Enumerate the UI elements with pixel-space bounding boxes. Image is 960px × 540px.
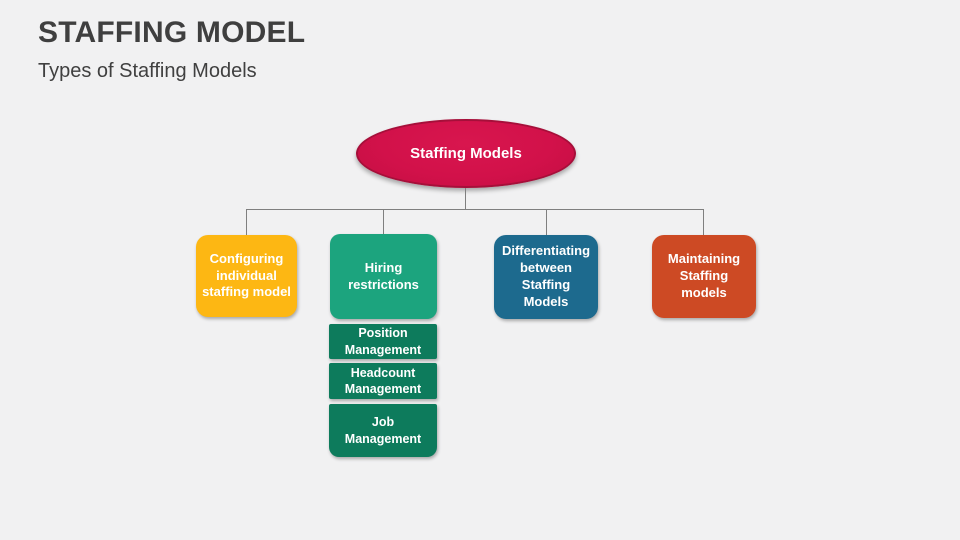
node-differentiating-between-staffing-models: Differentiating between Staffing Models — [494, 235, 598, 319]
connector-horizontal-bar — [246, 209, 704, 210]
connector-drop-maintaining — [703, 210, 704, 235]
node-label: Hiring restrictions — [348, 259, 419, 292]
node-label: Maintaining Staffing models — [667, 251, 741, 300]
subnode-label: Headcount Management — [344, 365, 422, 396]
node-label: Configuring individual staffing model — [202, 250, 291, 300]
connector-root-stem — [465, 188, 466, 209]
connector-drop-configuring — [246, 210, 247, 235]
slide-subtitle: Types of Staffing Models — [38, 60, 257, 82]
subnode-label: Position Management — [344, 326, 422, 357]
node-label: Differentiating between Staffing Models — [501, 243, 591, 309]
node-maintaining-staffing-models: Maintaining Staffing models — [652, 235, 756, 318]
root-node-staffing-models: Staffing Models — [356, 119, 576, 188]
slide-title: STAFFING MODEL — [38, 16, 306, 49]
connector-drop-differentiating — [546, 210, 547, 235]
subnode-headcount-management: Headcount Management — [329, 363, 437, 399]
node-hiring-restrictions: Hiring restrictions — [330, 234, 437, 319]
root-node-label: Staffing Models — [410, 145, 522, 162]
subnode-label: Job Management — [344, 415, 422, 446]
connector-drop-hiring — [383, 210, 384, 235]
subnode-job-management: Job Management — [329, 404, 437, 457]
subnode-position-management: Position Management — [329, 324, 437, 359]
node-configuring-individual-staffing-model: Configuring individual staffing model — [196, 235, 297, 317]
